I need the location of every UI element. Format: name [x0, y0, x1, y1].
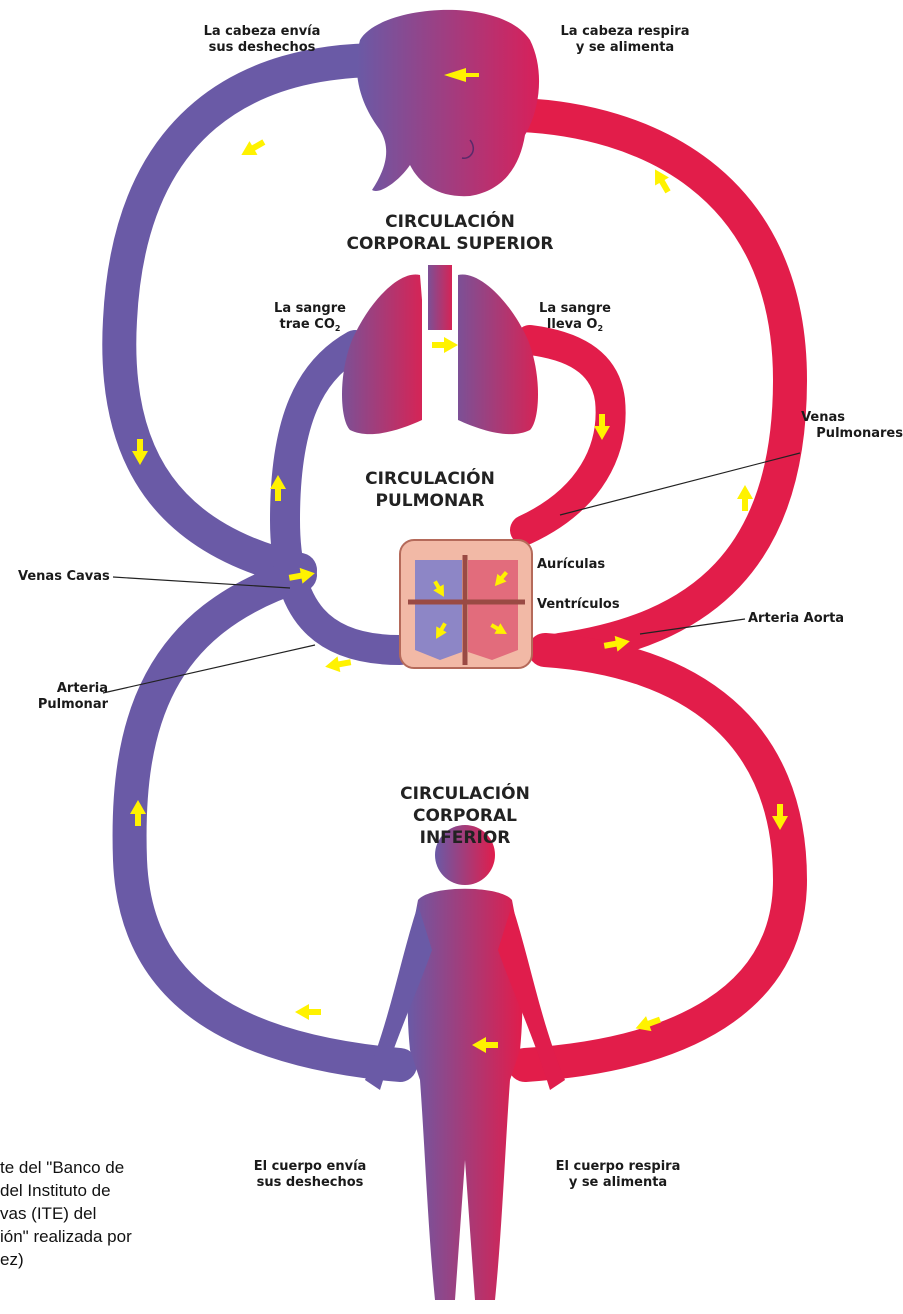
- pulmonary-veins-label: Venas Pulmonares: [775, 410, 903, 442]
- arrow-lung-flow-icon: [432, 337, 458, 353]
- lower-circulation-title: CIRCULACIÓN CORPORAL INFERIOR: [370, 783, 560, 849]
- head-out-label: La cabeza envía sus deshechos: [192, 24, 332, 56]
- pulmonary-vein-vessel: [525, 340, 611, 530]
- pulmonary-artery-label: Arteria Pulmonar: [18, 681, 108, 713]
- upper-circulation-title: CIRCULACIÓN CORPORAL SUPERIOR: [330, 211, 570, 255]
- lung-right-label: La sangre lleva O2: [515, 301, 635, 334]
- head-silhouette-icon: [357, 10, 539, 196]
- lower-arterial-vessel: [525, 650, 790, 1065]
- arteria-aorta-label: Arteria Aorta: [748, 611, 888, 627]
- leader-arteria-pulmonar: [103, 645, 315, 693]
- arrow-body-out-icon: [295, 1004, 321, 1020]
- venas-cavas-label: Venas Cavas: [18, 569, 118, 585]
- ventricles-label: Ventrículos: [537, 597, 647, 613]
- arrow-upper-left-icon: [237, 135, 268, 162]
- atria-label: Aurículas: [537, 557, 627, 573]
- pulmonary-circulation-title: CIRCULACIÓN PULMONAR: [335, 468, 525, 512]
- heart-icon: [400, 540, 532, 668]
- lungs-icon: [342, 265, 538, 434]
- arrow-right-up-icon: [737, 485, 753, 511]
- body-out-label: El cuerpo envía sus deshechos: [240, 1159, 380, 1191]
- head-in-label: La cabeza respira y se alimenta: [545, 24, 705, 56]
- image-credit: te del "Banco de del Instituto de vas (I…: [0, 1156, 132, 1271]
- lung-left-label: La sangre trae CO2: [250, 301, 370, 334]
- body-in-label: El cuerpo respira y se alimenta: [543, 1159, 693, 1191]
